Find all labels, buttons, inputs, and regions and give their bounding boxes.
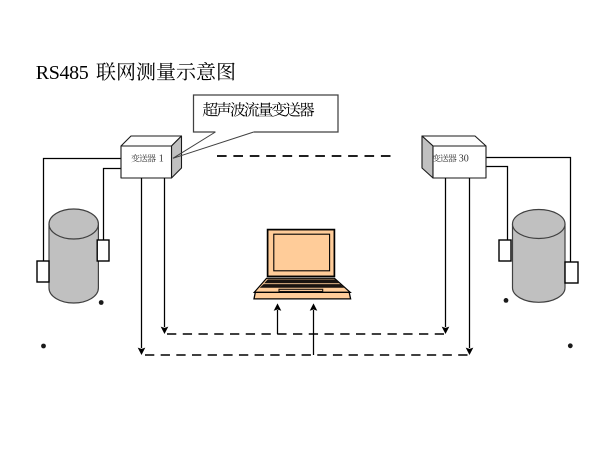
- svg-text:1: 1: [159, 154, 164, 165]
- svg-text:30: 30: [459, 154, 469, 165]
- svg-text:RS485: RS485: [36, 62, 89, 84]
